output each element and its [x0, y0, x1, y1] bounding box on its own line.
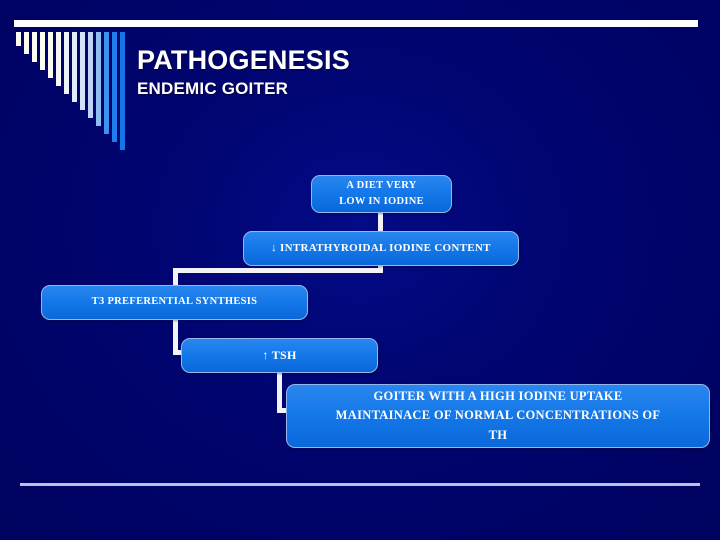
decorative-bar-10 [88, 32, 93, 118]
flow-box-diet[interactable]: A DIET VERY LOW IN IODINE [311, 175, 452, 213]
decorative-bar-12 [104, 32, 109, 134]
decorative-bar-11 [96, 32, 101, 126]
decorative-bar-7 [64, 32, 69, 94]
decorative-bar-8 [72, 32, 77, 102]
connector-tsh-to-goiter-stub [277, 408, 290, 413]
flow-box-t3-synthesis[interactable]: T3 PREFERENTIAL SYNTHESIS [41, 285, 308, 320]
flow-box-tsh-line-1: ↑ TSH [262, 348, 297, 363]
flow-box-iodine-line-1: ↓ INTRATHYROIDAL IODINE CONTENT [271, 241, 491, 254]
connector-tsh-to-goiter [277, 373, 282, 413]
connector-iodine-to-t3-drop [173, 268, 178, 286]
decorative-bar-cluster [16, 32, 128, 150]
connector-t3-to-tsh-stub [173, 350, 185, 355]
connector-diet-to-iodine [378, 213, 383, 231]
decorative-bar-2 [24, 32, 29, 54]
top-white-rule [14, 20, 698, 27]
connector-iodine-to-t3-horizontal [173, 268, 383, 273]
decorative-bar-9 [80, 32, 85, 110]
decorative-bar-4 [40, 32, 45, 70]
flow-box-t3-line-1: T3 PREFERENTIAL SYNTHESIS [91, 296, 258, 308]
title-block: PATHOGENESIS ENDEMIC GOITER [137, 46, 657, 99]
flow-box-goiter-line-1: GOITER WITH A HIGH IODINE UPTAKE [373, 388, 623, 403]
decorative-bar-14 [120, 32, 125, 150]
flow-box-intrathyroidal-iodine[interactable]: ↓ INTRATHYROIDAL IODINE CONTENT [243, 231, 519, 266]
decorative-bar-5 [48, 32, 53, 78]
decorative-bar-3 [32, 32, 37, 62]
bottom-divider-rule [20, 483, 700, 486]
connector-t3-to-tsh [173, 320, 178, 353]
flow-box-diet-line-1: A DIET VERY [346, 179, 417, 191]
flow-box-diet-line-2: LOW IN IODINE [339, 196, 424, 207]
flow-box-goiter-line-2: MAINTAINACE OF NORMAL CONCENTRATIONS OF [335, 408, 661, 423]
flow-box-tsh[interactable]: ↑ TSH [181, 338, 378, 373]
page-subtitle: ENDEMIC GOITER [137, 79, 289, 99]
flow-box-goiter-outcome[interactable]: GOITER WITH A HIGH IODINE UPTAKE MAINTAI… [286, 384, 710, 448]
flow-box-goiter-line-3: TH [488, 427, 508, 442]
page-title: PATHOGENESIS [137, 45, 350, 75]
decorative-bar-1 [16, 32, 21, 46]
decorative-bar-13 [112, 32, 117, 142]
decorative-bar-6 [56, 32, 61, 86]
